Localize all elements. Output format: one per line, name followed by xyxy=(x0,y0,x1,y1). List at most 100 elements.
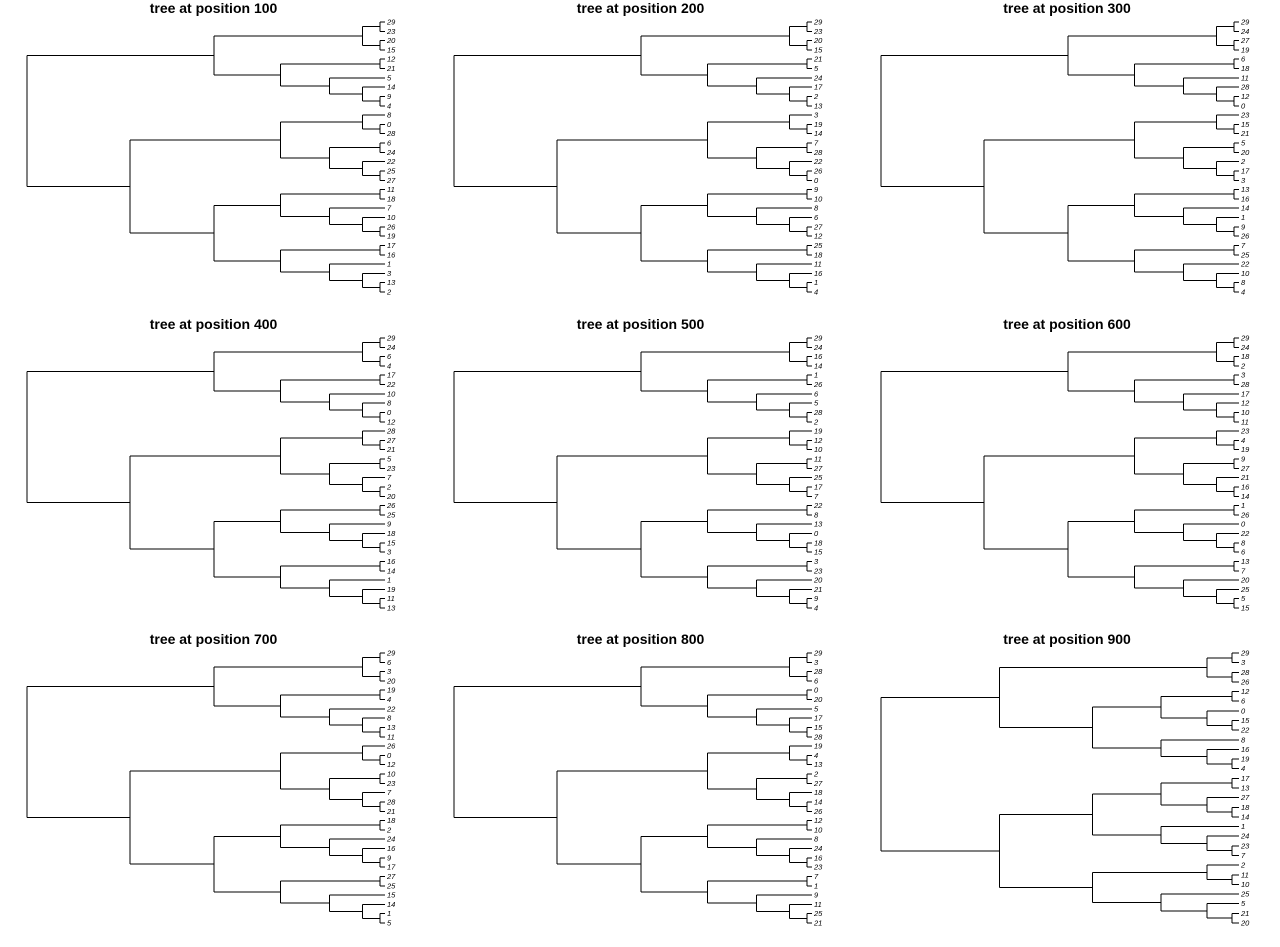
tip-label: 5 xyxy=(814,399,819,408)
tip-label: 26 xyxy=(386,501,396,510)
tip-label: 17 xyxy=(1241,389,1250,398)
tip-label: 3 xyxy=(814,658,819,667)
tip-label: 6 xyxy=(814,389,819,398)
tip-label: 11 xyxy=(814,260,822,269)
tip-label: 20 xyxy=(386,36,396,45)
tip-label: 17 xyxy=(1241,166,1250,175)
tip-label: 29 xyxy=(386,649,396,658)
tip-label: 19 xyxy=(1241,445,1250,454)
tip-label: 27 xyxy=(813,779,823,788)
tip-label: 28 xyxy=(1240,83,1250,92)
tip-label: 14 xyxy=(814,129,822,138)
tip-label: 12 xyxy=(1241,92,1250,101)
tip-label: 29 xyxy=(813,649,823,658)
tip-label: 10 xyxy=(1241,269,1250,278)
tip-label: 17 xyxy=(814,83,823,92)
tip-label: 18 xyxy=(1241,64,1250,73)
tip-label: 22 xyxy=(813,157,823,166)
tip-label: 1 xyxy=(387,909,391,918)
tip-label: 28 xyxy=(1240,668,1250,677)
tip-label: 8 xyxy=(387,111,392,120)
tip-label: 16 xyxy=(387,557,396,566)
tip-label: 26 xyxy=(1240,232,1250,241)
tip-label: 6 xyxy=(1241,548,1246,557)
tip-label: 19 xyxy=(814,427,823,436)
tip-label: 8 xyxy=(1241,538,1246,547)
tip-label: 26 xyxy=(813,166,823,175)
tip-label: 28 xyxy=(813,732,823,741)
tip-label: 10 xyxy=(387,770,396,779)
dendrogram: 2924161412665282191210112725177228130181… xyxy=(453,334,823,613)
tip-label: 3 xyxy=(387,269,392,278)
tip-label: 15 xyxy=(814,45,823,54)
tip-label: 13 xyxy=(387,723,396,732)
panel-title: tree at position 100 xyxy=(149,0,278,16)
tip-label: 1 xyxy=(387,260,391,269)
tip-label: 4 xyxy=(814,751,818,760)
tip-label: 22 xyxy=(1240,726,1250,735)
dendrogram: 2924641722108012282721523722026259181531… xyxy=(26,334,396,613)
tip-label: 18 xyxy=(387,194,396,203)
tip-label: 9 xyxy=(387,92,392,101)
tip-label: 13 xyxy=(1241,557,1250,566)
tip-label: 28 xyxy=(386,427,396,436)
tip-label: 23 xyxy=(813,566,823,575)
tip-label: 28 xyxy=(386,797,396,806)
tip-label: 17 xyxy=(814,714,823,723)
tip-label: 11 xyxy=(814,900,822,909)
tip-label: 17 xyxy=(814,482,823,491)
tip-label: 19 xyxy=(387,686,396,695)
tip-label: 5 xyxy=(387,455,392,464)
tip-label: 2 xyxy=(1240,361,1246,370)
tip-label: 1 xyxy=(387,576,391,585)
tip-label: 13 xyxy=(1241,185,1250,194)
tip-label: 26 xyxy=(386,222,396,231)
tip-label: 7 xyxy=(387,473,392,482)
tip-label: 5 xyxy=(387,73,392,82)
tip-label: 19 xyxy=(1241,45,1250,54)
tip-label: 20 xyxy=(1240,919,1250,928)
tip-label: 1 xyxy=(814,881,818,890)
tip-label: 21 xyxy=(1240,473,1249,482)
tip-label: 1 xyxy=(1241,822,1245,831)
dendrogram: 2923201521524172133191472822260910862712… xyxy=(453,18,823,297)
tip-label: 14 xyxy=(1241,492,1249,501)
tip-label: 7 xyxy=(1241,241,1246,250)
tip-label: 29 xyxy=(386,18,396,27)
tip-label: 21 xyxy=(386,64,395,73)
tip-label: 16 xyxy=(1241,482,1250,491)
tip-label: 10 xyxy=(1241,408,1250,417)
tip-label: 27 xyxy=(1240,36,1250,45)
tip-label: 20 xyxy=(386,676,396,685)
tip-label: 10 xyxy=(814,825,823,834)
tip-label: 0 xyxy=(814,176,819,185)
tip-label: 23 xyxy=(1240,841,1250,850)
tip-label: 1 xyxy=(814,278,818,287)
tip-label: 15 xyxy=(387,891,396,900)
dendrogram: 2924182328171210112341992721161412602286… xyxy=(880,334,1250,613)
tip-label: 5 xyxy=(1241,899,1246,908)
tip-label: 27 xyxy=(386,176,396,185)
tip-label: 27 xyxy=(1240,793,1250,802)
tip-label: 3 xyxy=(387,548,392,557)
tip-label: 5 xyxy=(1241,594,1246,603)
tip-label: 22 xyxy=(386,157,396,166)
tip-label: 25 xyxy=(1240,250,1250,259)
tip-label: 13 xyxy=(1241,784,1250,793)
tip-label: 22 xyxy=(1240,529,1250,538)
tip-label: 19 xyxy=(1241,755,1250,764)
tip-label: 21 xyxy=(813,55,822,64)
tip-label: 16 xyxy=(1241,745,1250,754)
tip-label: 3 xyxy=(814,111,819,120)
tip-label: 19 xyxy=(387,232,396,241)
tip-label: 0 xyxy=(1241,101,1246,110)
tip-label: 9 xyxy=(387,520,392,529)
tip-label: 0 xyxy=(1241,520,1246,529)
tip-label: 14 xyxy=(814,797,822,806)
tip-label: 0 xyxy=(387,751,392,760)
tip-label: 7 xyxy=(814,492,819,501)
tip-label: 21 xyxy=(386,445,395,454)
tip-label: 20 xyxy=(813,695,823,704)
